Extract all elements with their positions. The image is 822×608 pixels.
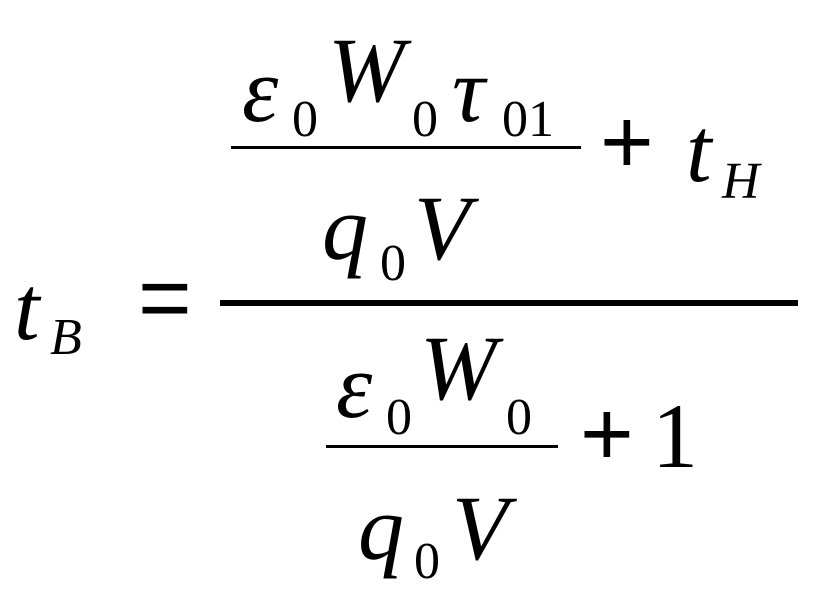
den-epsilon-subscript: 0 xyxy=(386,389,412,446)
num-w-subscript: 0 xyxy=(412,91,438,148)
num-q-subscript: 0 xyxy=(380,235,406,292)
den-w: W xyxy=(420,317,497,419)
num-epsilon: ε xyxy=(242,39,279,141)
num-v: V xyxy=(414,177,471,279)
den-v: V xyxy=(452,477,509,579)
num-tau-subscript: 01 xyxy=(502,91,554,148)
lhs-subscript-b: B xyxy=(50,309,82,366)
num-epsilon-subscript: 0 xyxy=(292,91,318,148)
denominator-plus-sign: + xyxy=(580,383,634,485)
denominator-inner-fraction-bar xyxy=(326,445,558,448)
num-term-subscript-h: H xyxy=(722,153,760,210)
den-w-subscript: 0 xyxy=(506,389,532,446)
den-term-one: 1 xyxy=(652,385,698,487)
den-q: q xyxy=(358,477,404,579)
den-q-subscript: 0 xyxy=(414,533,440,590)
num-tau: τ xyxy=(452,39,485,141)
equals-sign: = xyxy=(138,247,192,349)
main-fraction-bar xyxy=(220,300,798,306)
num-term-t: t xyxy=(686,99,712,201)
num-q: q xyxy=(322,177,368,279)
lhs-symbol-t: t xyxy=(14,257,40,359)
numerator-inner-fraction-bar xyxy=(231,146,581,149)
numerator-plus-sign: + xyxy=(600,91,654,193)
den-epsilon: ε xyxy=(336,335,373,437)
num-w: W xyxy=(328,19,405,121)
